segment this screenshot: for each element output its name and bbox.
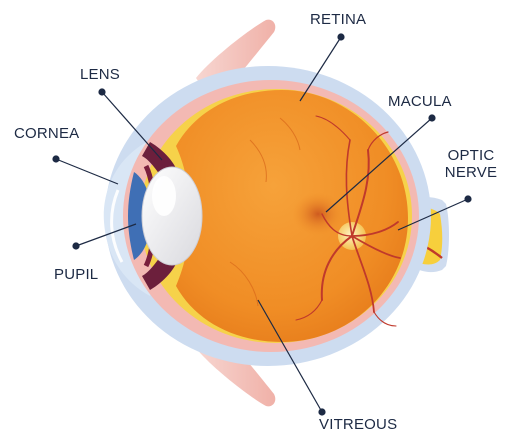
lens-dot — [99, 89, 105, 95]
optic-nerve-label-line2: NERVE — [440, 164, 502, 181]
retina-dot — [338, 34, 344, 40]
cornea-dot — [53, 156, 59, 162]
optic-nerve-label-line1: OPTIC — [440, 147, 502, 164]
optic-nerve-label: OPTIC NERVE — [440, 147, 502, 181]
pupil-label: PUPIL — [54, 266, 98, 283]
cornea-label: CORNEA — [14, 125, 79, 142]
optic-nerve-dot — [465, 196, 471, 202]
macula-label: MACULA — [388, 93, 452, 110]
lens-label: LENS — [80, 66, 120, 83]
macula-dot — [429, 115, 435, 121]
pupil-dot — [73, 243, 79, 249]
vitreous-dot — [319, 409, 325, 415]
retina-label: RETINA — [310, 11, 366, 28]
macula — [292, 192, 344, 236]
vitreous-label: VITREOUS — [319, 416, 397, 433]
